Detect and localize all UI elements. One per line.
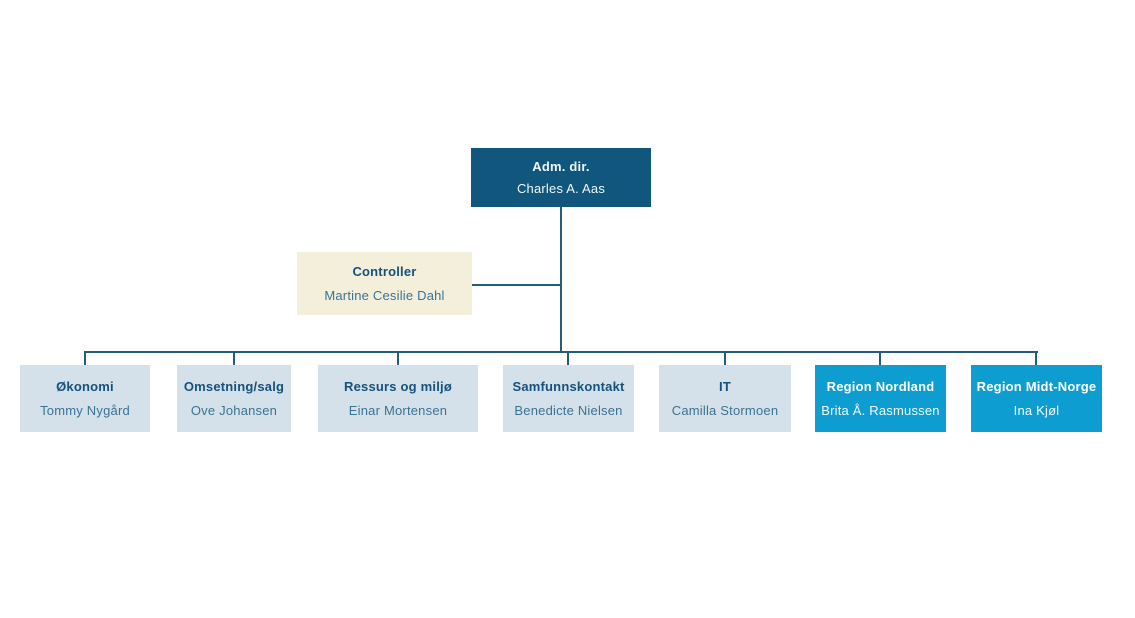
connector-stub-line <box>233 351 235 366</box>
connector-trunk-line <box>560 207 562 352</box>
node-person-label: Tommy Nygård <box>40 403 130 418</box>
org-node-region-midt-norge: Region Midt-Norge Ina Kjøl <box>971 365 1102 432</box>
org-node-omsetning-salg: Omsetning/salg Ove Johansen <box>177 365 291 432</box>
node-person-label: Brita Å. Rasmussen <box>821 403 940 418</box>
node-person-label: Ina Kjøl <box>1013 403 1060 418</box>
node-role-label: Økonomi <box>56 379 114 394</box>
node-role-label: Ressurs og miljø <box>344 379 452 394</box>
node-role-label: Samfunnskontakt <box>512 379 625 394</box>
connector-stub-line <box>724 351 726 366</box>
node-role-label: Omsetning/salg <box>183 379 285 394</box>
org-node-adm-dir: Adm. dir. Charles A. Aas <box>471 148 651 207</box>
node-person-label: Einar Mortensen <box>348 403 448 418</box>
node-role-label: Region Midt-Norge <box>976 379 1097 394</box>
connector-stub-line <box>84 351 86 366</box>
node-person-label: Charles A. Aas <box>516 181 606 196</box>
node-role-label: IT <box>719 379 731 394</box>
org-node-samfunnskontakt: Samfunnskontakt Benedicte Nielsen <box>503 365 634 432</box>
connector-stub-line <box>397 351 399 366</box>
connector-stub-line <box>567 351 569 366</box>
org-node-okonomi: Økonomi Tommy Nygård <box>20 365 150 432</box>
node-person-label: Benedicte Nielsen <box>514 403 623 418</box>
connector-stub-line <box>1035 351 1037 366</box>
org-node-it: IT Camilla Stormoen <box>659 365 791 432</box>
connector-bus-line <box>84 351 1038 353</box>
node-person-label: Martine Cesilie Dahl <box>324 288 445 303</box>
org-node-controller: Controller Martine Cesilie Dahl <box>297 252 472 315</box>
org-node-region-nordland: Region Nordland Brita Å. Rasmussen <box>815 365 946 432</box>
node-role-label: Controller <box>352 264 417 279</box>
org-node-ressurs-og-miljo: Ressurs og miljø Einar Mortensen <box>318 365 478 432</box>
connector-stub-line <box>879 351 881 366</box>
node-person-label: Camilla Stormoen <box>671 403 779 418</box>
node-role-label: Adm. dir. <box>532 159 590 174</box>
node-person-label: Ove Johansen <box>190 403 278 418</box>
connector-controller-line <box>472 284 561 286</box>
node-role-label: Region Nordland <box>826 379 935 394</box>
